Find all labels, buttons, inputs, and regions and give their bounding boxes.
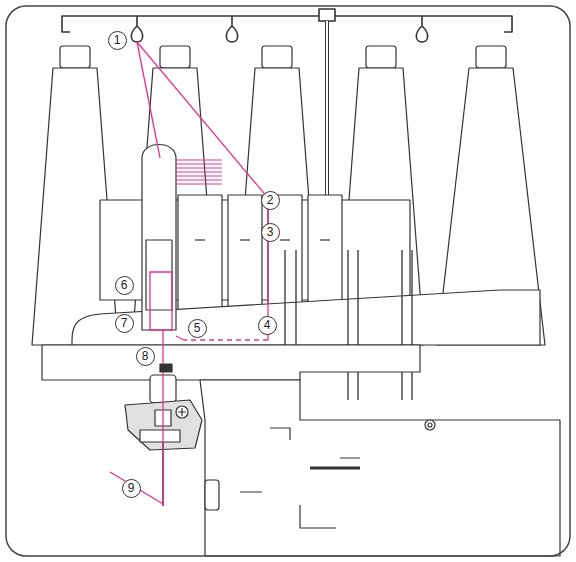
needle-arm	[142, 145, 176, 331]
machine-bed	[42, 345, 420, 380]
callout-number: 8	[136, 347, 155, 366]
frame	[6, 6, 570, 556]
callout-number: 3	[261, 223, 280, 242]
callout-number: 2	[261, 191, 280, 210]
needle-clamp	[160, 364, 172, 372]
callout-number: 1	[108, 31, 127, 50]
front-cover	[200, 380, 560, 556]
callout-number: 7	[115, 314, 134, 333]
tension-dial-highlight	[176, 160, 222, 184]
thread-path	[110, 42, 268, 506]
callout-number: 6	[115, 276, 134, 295]
callout-number: 9	[122, 479, 141, 498]
thread-guide	[285, 250, 412, 400]
callout-number: 4	[258, 316, 277, 335]
tension-dial	[178, 195, 342, 310]
callout-number: 5	[188, 319, 207, 338]
